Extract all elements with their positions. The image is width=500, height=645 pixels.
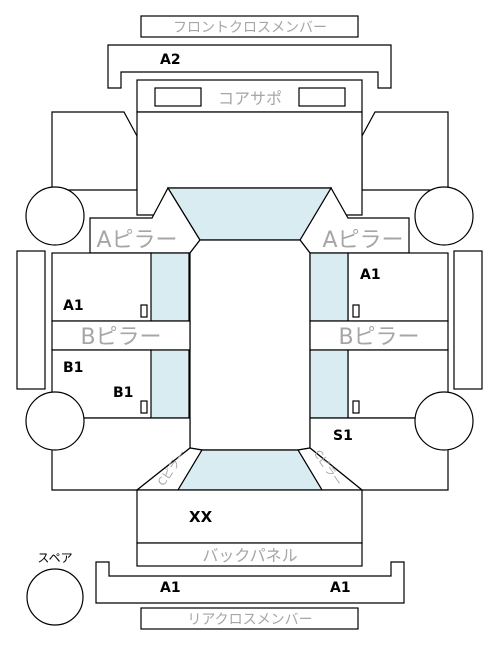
front-door-left-code: A1	[63, 298, 84, 314]
a-pillar-left-label: Aピラー	[96, 228, 177, 253]
rear-door-left-code-upper: B1	[63, 360, 83, 376]
front-fender-right[interactable]	[361, 111, 449, 191]
front-cross-member-code: A2	[160, 52, 181, 68]
rear-cross-member-label-box[interactable]	[140, 607, 359, 630]
roof[interactable]	[189, 239, 311, 451]
rear-cross-member-label: リアクロスメンバー	[187, 612, 312, 628]
b-pillar-right[interactable]	[309, 320, 449, 351]
front-fender-left[interactable]	[51, 111, 138, 191]
back-panel[interactable]	[136, 542, 363, 567]
headlight-left[interactable]	[154, 87, 202, 107]
front-door-glass-left[interactable]	[150, 252, 190, 322]
front-door-glass-right[interactable]	[309, 252, 349, 322]
rear-cross-member-code-left: A1	[160, 580, 181, 596]
front-door-handle-left[interactable]	[140, 304, 148, 318]
back-panel-label: バックパネル	[202, 546, 297, 565]
front-door-handle-right[interactable]	[352, 304, 360, 318]
wheel-rear-left[interactable]	[25, 391, 85, 451]
rear-door-left-code-lower: B1	[113, 385, 133, 401]
b-pillar-left-label: Bピラー	[80, 325, 161, 350]
rear-cross-member-code-right: A1	[330, 580, 351, 596]
b-pillar-right-label: Bピラー	[338, 325, 419, 350]
front-door-right[interactable]	[347, 252, 449, 322]
headlight-right[interactable]	[298, 87, 346, 107]
rocker-panel-left[interactable]	[16, 250, 46, 390]
front-door-right-code: A1	[360, 267, 381, 283]
core-support-label: コアサポ	[218, 89, 282, 108]
rear-cross-member[interactable]	[95, 561, 405, 604]
rear-door-handle-left[interactable]	[140, 400, 148, 414]
trunk-code: XX	[189, 508, 213, 526]
wheel-front-left[interactable]	[25, 186, 85, 246]
front-cross-member-label: フロントクロスメンバー	[173, 20, 327, 36]
b-pillar-left[interactable]	[51, 320, 191, 351]
rocker-panel-right[interactable]	[453, 250, 483, 390]
front-cross-member-label-box[interactable]	[140, 15, 359, 38]
wheel-front-right[interactable]	[414, 186, 474, 246]
rear-door-glass-left[interactable]	[150, 349, 190, 419]
wheel-rear-right[interactable]	[414, 391, 474, 451]
rear-door-handle-right[interactable]	[352, 400, 360, 414]
spare-label: スペア	[37, 551, 72, 565]
rear-quarter-right-code: S1	[333, 428, 353, 444]
spare-tire[interactable]	[26, 568, 84, 626]
trunk[interactable]	[136, 489, 363, 544]
rear-door-glass-right[interactable]	[309, 349, 349, 419]
a-pillar-right-label: Aピラー	[322, 228, 403, 253]
rear-window[interactable]	[176, 449, 324, 491]
front-cross-member[interactable]	[107, 44, 392, 89]
